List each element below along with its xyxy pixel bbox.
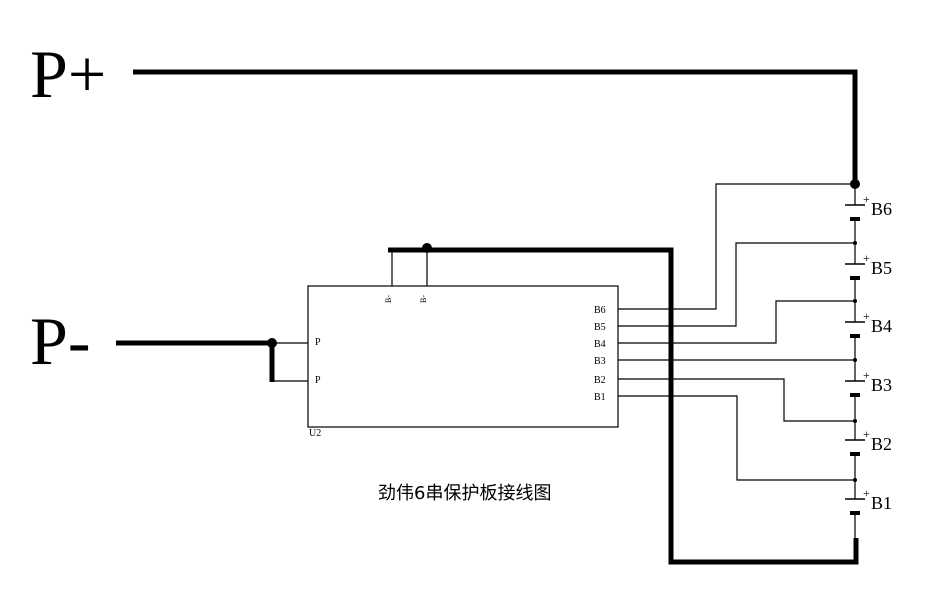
tap-junction-b2 (853, 419, 857, 423)
cell-b6-label: B6 (871, 199, 892, 219)
battery-cell-b2: + B2 (845, 427, 892, 456)
balance-wire-b6 (618, 183, 855, 310)
p-plus-bus (133, 69, 858, 184)
battery-cell-b3: + B3 (845, 368, 892, 397)
cell-b1-polarity: + (863, 486, 870, 500)
ic-body (307, 285, 619, 428)
b-minus-junction (422, 243, 432, 253)
b-minus-bus (388, 247, 859, 565)
ic-pin-b3-label: B3 (594, 356, 606, 367)
tap-junction-b1 (853, 478, 857, 482)
balance-wire-b1 (618, 395, 855, 481)
p-minus-bus (116, 340, 275, 382)
p-plus-label: P+ (30, 36, 106, 112)
tap-junction-b3 (853, 358, 857, 362)
cell-b1-label: B1 (871, 493, 892, 513)
ic-pin-p1-label: P (315, 337, 321, 348)
ic-pin-b1-label: B1 (594, 392, 606, 403)
ic-pin-bminus1-label: B- (384, 295, 393, 303)
cell-b3-label: B3 (871, 375, 892, 395)
balance-wire-b5 (618, 242, 855, 327)
cell-b4-label: B4 (871, 316, 892, 336)
cell-b2-label: B2 (871, 434, 892, 454)
ic-pin-bminus2-label: B- (419, 295, 428, 303)
battery-cell-b6: + B6 (845, 192, 892, 221)
cell-b4-polarity: + (863, 309, 870, 323)
ic-pin-b4-label: B4 (594, 339, 606, 350)
cell-b2-polarity: + (863, 427, 870, 441)
cell-b6-polarity: + (863, 192, 870, 206)
tap-junction-b5 (853, 241, 857, 245)
ic-pin-b2-label: B2 (594, 375, 606, 386)
battery-cell-b1: + B1 (845, 486, 892, 515)
balance-wire-b4 (618, 300, 855, 344)
cell-b5-label: B5 (871, 258, 892, 278)
tap-junction-b4 (853, 299, 857, 303)
diagram-caption: 劲伟6串保护板接线图 (378, 483, 551, 504)
cell-b3-polarity: + (863, 368, 870, 382)
ic-ref-label: U2 (309, 428, 321, 439)
tap-junction-b6 (850, 179, 860, 189)
ic-pin-b6-label: B6 (594, 305, 606, 316)
p-minus-label: P- (30, 303, 90, 379)
balance-wire-b2 (618, 378, 855, 422)
cell-b5-polarity: + (863, 251, 870, 265)
battery-cell-b4: + B4 (845, 309, 892, 338)
battery-cell-b5: + B5 (845, 251, 892, 280)
ic-pin-b5-label: B5 (594, 322, 606, 333)
ic-pin-p2-label: P (315, 375, 321, 386)
